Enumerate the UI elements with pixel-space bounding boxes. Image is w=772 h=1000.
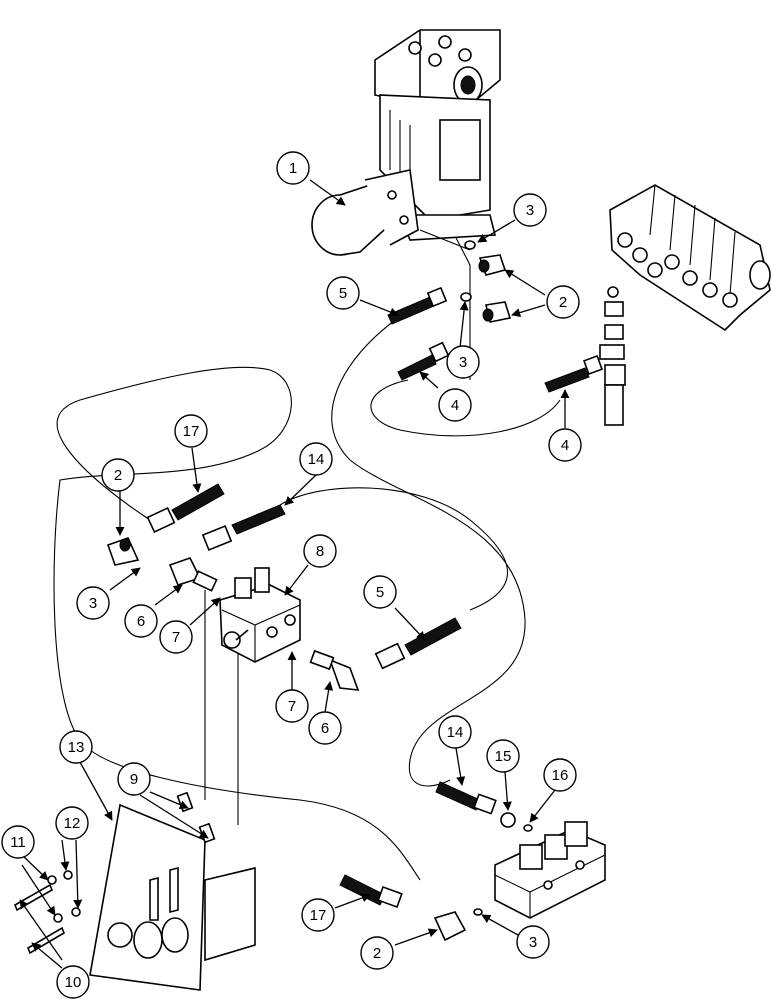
callout-17: 17 [301, 898, 335, 932]
callout-label: 4 [451, 397, 459, 414]
callout-label: 2 [373, 945, 381, 962]
callout-5: 5 [363, 575, 397, 609]
callout-label: 7 [172, 629, 180, 646]
callout-label: 11 [10, 834, 26, 851]
callout-label: 5 [376, 584, 384, 601]
callout-label: 14 [308, 451, 325, 468]
callout-4: 4 [438, 388, 472, 422]
lower-manifold [339, 781, 606, 942]
callout-8: 8 [303, 534, 337, 568]
callout-2: 2 [101, 458, 135, 492]
callout-label: 3 [526, 202, 534, 219]
callout-9: 9 [117, 762, 151, 796]
callout-label: 14 [447, 724, 464, 741]
callout-label: 17 [310, 907, 327, 924]
callout-11: 11 [1, 825, 35, 859]
callout-label: 6 [137, 613, 145, 630]
callout-16: 16 [543, 758, 577, 792]
callout-3: 3 [513, 193, 547, 227]
callout-7: 7 [275, 689, 309, 723]
callout-label: 13 [68, 739, 85, 756]
callout-3: 3 [76, 586, 110, 620]
callout-5: 5 [326, 276, 360, 310]
callout-label: 16 [552, 767, 569, 784]
callout-10: 10 [56, 965, 90, 999]
callout-label: 5 [339, 285, 347, 302]
bracket-plate [13, 791, 256, 991]
hose-routing-lines [53, 229, 561, 881]
callout-label: 2 [559, 294, 567, 311]
callout-7: 7 [159, 620, 193, 654]
callout-13: 13 [59, 730, 93, 764]
callout-bubbles: 1 2 2 2 3 3 3 3 4 4 5 5 6 6 7 7 8 9 10 1… [1, 151, 582, 999]
callout-label: 8 [316, 543, 324, 560]
middle-manifold [106, 483, 462, 691]
callout-label: 9 [130, 771, 138, 788]
callout-2: 2 [546, 285, 580, 319]
callout-14: 14 [438, 715, 472, 749]
callout-6: 6 [124, 604, 158, 638]
pump-assembly [311, 29, 501, 256]
callout-14: 14 [299, 442, 333, 476]
callout-label: 4 [561, 437, 569, 454]
callout-17: 17 [174, 414, 208, 448]
callout-3: 3 [446, 345, 480, 379]
control-valve-bank [599, 184, 771, 426]
callout-6: 6 [308, 711, 342, 745]
callout-1: 1 [276, 151, 310, 185]
callout-12: 12 [55, 806, 89, 840]
callout-label: 7 [288, 698, 296, 715]
callout-4: 4 [548, 428, 582, 462]
callout-label: 17 [183, 423, 200, 440]
callout-label: 15 [495, 748, 512, 765]
callout-label: 12 [64, 815, 81, 832]
callout-15: 15 [486, 739, 520, 773]
callout-label: 3 [89, 595, 97, 612]
callout-label: 10 [65, 974, 82, 991]
callout-label: 1 [289, 160, 297, 177]
callout-label: 3 [529, 934, 537, 951]
leader-lines [19, 179, 570, 969]
callout-label: 6 [321, 720, 329, 737]
callout-label: 2 [114, 467, 122, 484]
callout-2: 2 [360, 936, 394, 970]
upper-fittings [387, 240, 603, 393]
callout-label: 3 [459, 354, 467, 371]
callout-3: 3 [516, 925, 550, 959]
